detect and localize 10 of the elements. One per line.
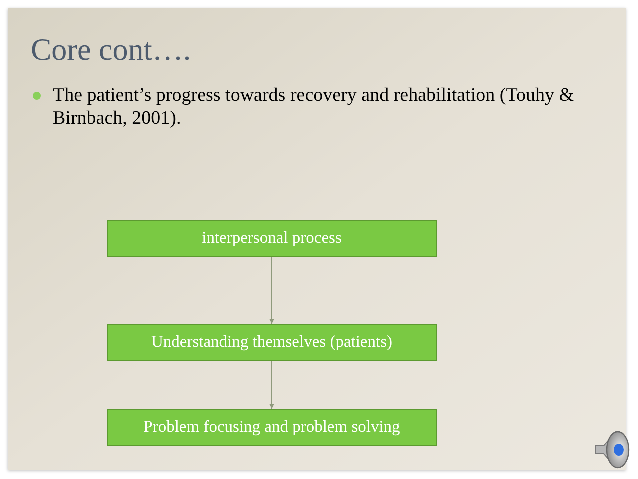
arrow	[270, 256, 274, 324]
process-box	[107, 220, 437, 257]
process-box	[107, 409, 437, 446]
arrow	[270, 360, 274, 410]
process-box	[107, 324, 437, 361]
box-label: Understanding themselves (patients)	[151, 332, 393, 353]
bullet-text: The patient’s progress towards recovery and rehabilitation (Touhy & Birnbach, 2001).	[53, 84, 576, 130]
slide-title: Core cont….	[31, 34, 192, 65]
box-label: interpersonal process	[202, 228, 342, 249]
box-label: Problem focusing and problem solving	[144, 417, 400, 438]
